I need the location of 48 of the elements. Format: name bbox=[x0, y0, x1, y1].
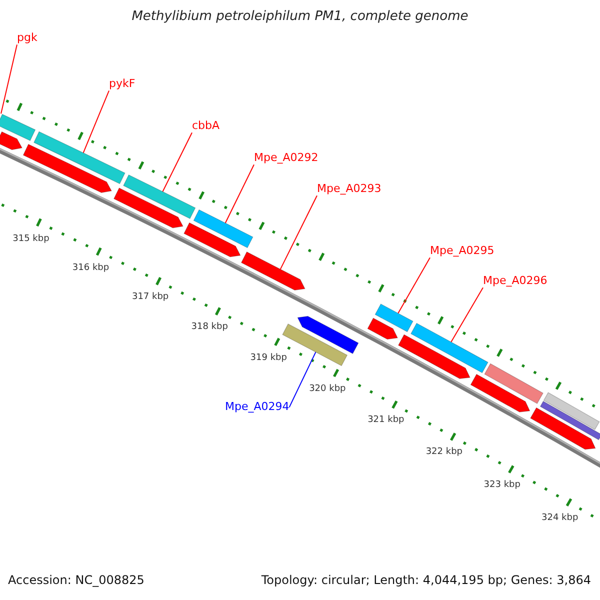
gene-label: Mpe_A0296 bbox=[483, 275, 548, 288]
gene-block bbox=[540, 400, 600, 440]
gene-feature-block bbox=[22, 144, 112, 193]
scale-label: 324 kbp bbox=[542, 512, 578, 524]
scale-label: 317 kbp bbox=[132, 292, 169, 303]
scale-label: 319 kbp bbox=[250, 352, 287, 364]
leader-line bbox=[450, 287, 484, 342]
gene-block bbox=[410, 322, 488, 374]
scale-label: 318 kbp bbox=[191, 322, 228, 333]
leader-line bbox=[224, 164, 254, 224]
leader-line bbox=[0, 44, 18, 114]
gene-block bbox=[123, 174, 196, 219]
gene-block bbox=[374, 304, 414, 332]
title: Methylibium petroleiphilum PM1, complete genome bbox=[132, 9, 468, 24]
gene-label: cbbA bbox=[192, 120, 220, 133]
scale-label: 321 kbp bbox=[368, 415, 404, 426]
leader-line bbox=[162, 132, 192, 192]
gene-feature-block bbox=[114, 188, 184, 228]
scale-label: 315 kbp bbox=[12, 234, 50, 244]
gene-label: Mpe_A0295 bbox=[430, 245, 494, 258]
leader-line bbox=[398, 257, 430, 314]
gene-label: Mpe_A0292 bbox=[254, 152, 318, 165]
gene-feature-block bbox=[0, 131, 22, 150]
accession-text: Accession: NC_008825 bbox=[8, 574, 144, 588]
leader-line bbox=[82, 90, 110, 154]
scale-label: 320 kbp bbox=[309, 384, 346, 394]
gene-feature-block bbox=[297, 316, 359, 354]
gene-block bbox=[484, 363, 544, 404]
leader-line bbox=[280, 195, 318, 270]
gene-block bbox=[0, 114, 36, 141]
gene-label: Mpe_A0294 bbox=[225, 401, 290, 414]
gene-feature-block bbox=[184, 222, 241, 258]
gene-label: Mpe_A0293 bbox=[317, 183, 382, 196]
leader-line bbox=[288, 352, 316, 408]
gene-block bbox=[543, 392, 600, 430]
gene-block bbox=[34, 131, 126, 184]
gene-label: pgk bbox=[17, 32, 38, 45]
gene-label: pykF bbox=[109, 78, 136, 91]
gene-feature-block bbox=[470, 374, 530, 412]
gene-feature-block bbox=[241, 252, 306, 290]
genome-summary-text: Topology: circular; Length: 4,044,195 bp; Genes: 3,864 bbox=[261, 574, 591, 588]
gene-feature-block bbox=[367, 318, 398, 340]
scale-label: 323 kbp bbox=[484, 480, 520, 490]
scale-label: 316 kbp bbox=[72, 262, 110, 274]
gene-feature-block bbox=[398, 334, 470, 379]
gene-feature-block bbox=[530, 407, 596, 450]
gene-block bbox=[193, 209, 254, 248]
scale-label: 322 kbp bbox=[426, 447, 462, 458]
